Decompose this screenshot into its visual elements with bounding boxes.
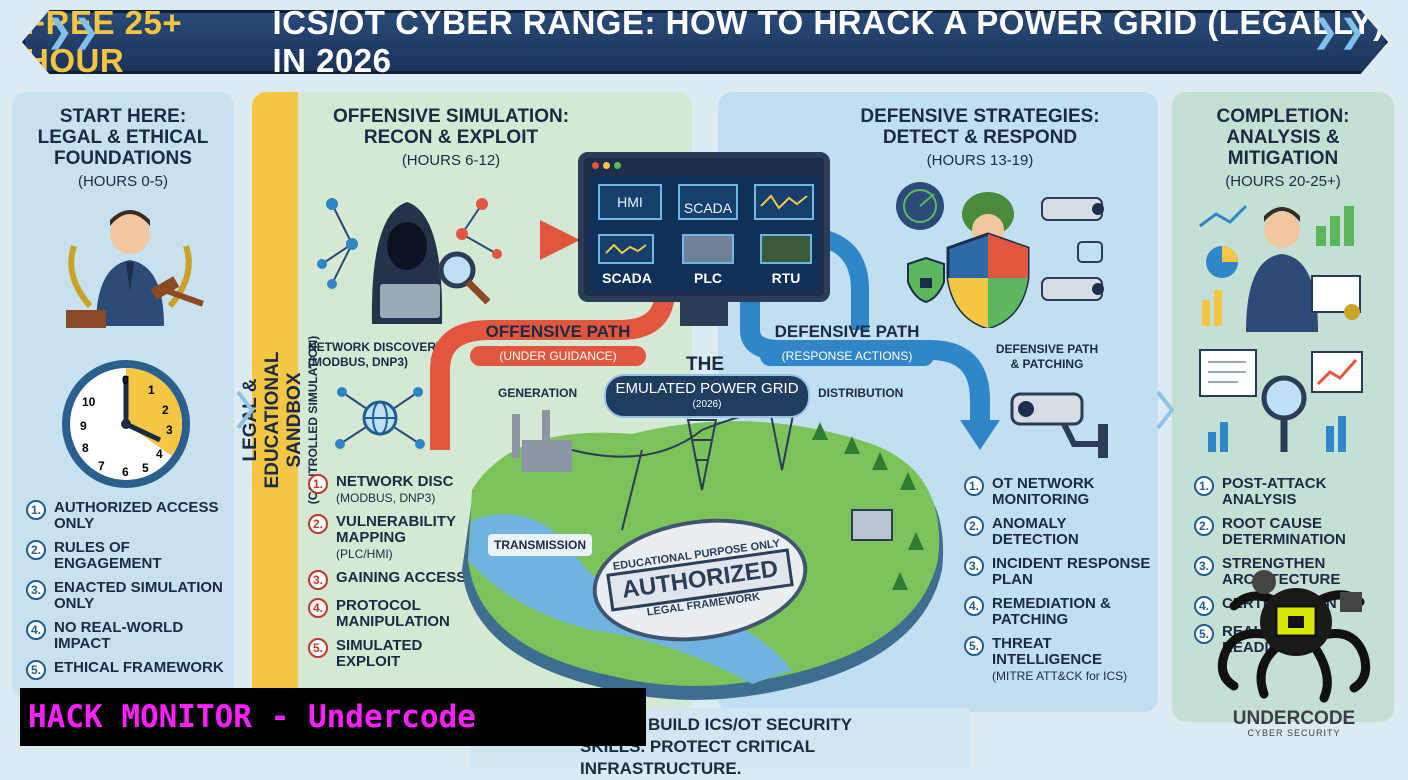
list-item: 5.ETHICAL FRAMEWORK (26, 660, 230, 680)
svg-text:0: 0 (122, 373, 129, 387)
col3-hours: (HOURS 13-19) (926, 152, 1034, 169)
undercode-octopus-logo (1217, 570, 1371, 703)
transmission-label: TRANSMISSION (488, 534, 593, 556)
svg-text:3: 3 (166, 423, 173, 437)
hack-monitor-watermark: HACK MONITOR - Undercode (20, 688, 646, 746)
list-item: 5.THREAT INTELLIGENCE(MITRE ATT&CK for I… (964, 636, 1154, 684)
net-discovery-label: NETWORK DISCOVERY (MODBUS, DNP3) (308, 340, 444, 369)
globe-network-icon (335, 387, 425, 449)
col4-heading-2: ANALYSIS & (1226, 127, 1340, 148)
brand-name: UNDERCODE (1232, 708, 1356, 729)
brand-tag: CYBER SECURITY (1247, 728, 1341, 738)
col2-header: OFFENSIVE SIMULATION: RECON & EXPLOIT (H… (306, 106, 596, 169)
list-item: 4.PROTOCOL MANIPULATION (308, 598, 478, 630)
list-item: 3.GAINING ACCESS (308, 570, 478, 590)
sandbox-strip (252, 92, 298, 712)
patching-label: DEFENSIVE PATH & PATCHING (995, 342, 1099, 371)
scada-label: SCADA (602, 270, 652, 286)
analyst-icon (1199, 204, 1361, 332)
chart-icon (598, 234, 654, 264)
svg-text:7: 7 (98, 459, 105, 473)
svg-text:5: 5 (142, 461, 149, 475)
list-item: 4.REMEDIATION & PATCHING (964, 596, 1154, 628)
plc-label: PLC (694, 270, 722, 286)
col3-heading-1: DEFENSIVE STRATEGIES: (860, 106, 1100, 127)
col3-list: 1.OT NETWORK MONITORING 2.ANOMALY DETECT… (964, 476, 1154, 692)
grid-title: EMULATED POWER GRID (2026) (604, 374, 810, 418)
list-item: 4.NO REAL-WORLD IMPACT (26, 620, 230, 652)
col3-heading-2: DETECT & RESPOND (882, 127, 1078, 148)
title-highlight: FREE 25+ HOUR (25, 4, 183, 79)
col1-heading-2: LEGAL & ETHICAL (37, 127, 209, 148)
svg-text:4: 4 (156, 447, 163, 461)
scada-top-box: SCADA (678, 184, 738, 220)
scada-screen: HMI SCADA SCADA PLC RTU (590, 176, 818, 290)
plc-rack-icon (682, 234, 734, 264)
chevron-right-icon: ❯❯ (1312, 13, 1366, 49)
defender-shield-icon (896, 182, 1104, 328)
col1-hours: (HOURS 0-5) (77, 173, 168, 190)
list-item: 2.ROOT CAUSE DETERMINATION (1194, 516, 1388, 548)
col4-header: COMPLETION: ANALYSIS & MITIGATION (HOURS… (1172, 106, 1394, 190)
offensive-path-label: OFFENSIVE PATH (UNDER GUIDANCE) (470, 322, 646, 366)
list-item: 1.AUTHORIZED ACCESS ONLY (26, 500, 230, 532)
svg-text:6: 6 (122, 465, 129, 479)
col2-heading-2: RECON & EXPLOIT (363, 127, 539, 148)
arrow-right-icon (1156, 390, 1174, 430)
list-item: 2.RULES OF ENGAGEMENT (26, 540, 230, 572)
col1-heading-3: FOUNDATIONS (54, 148, 192, 169)
col2-heading-1: OFFENSIVE SIMULATION: (332, 106, 570, 127)
distribution-label: DISTRIBUTION (818, 386, 904, 400)
defensive-path-label: DEFENSIVE PATH (RESPONSE ACTIONS) (760, 322, 934, 366)
list-item: 2.VULNERABILITY MAPPING(PLC/HMI) (308, 514, 478, 562)
security-camera-icon (1010, 392, 1108, 458)
col4-heading-3: MITIGATION (1227, 148, 1339, 169)
chevron-left-icon: ❯❯ (46, 13, 100, 49)
defensive-sub: (RESPONSE ACTIONS) (760, 346, 934, 366)
scada-monitor: HMI SCADA SCADA PLC RTU (578, 152, 830, 302)
hacker-icon (317, 198, 502, 324)
col2-list: 1.NETWORK DISC(MODBUS, DNP3) 2.VULNERABI… (308, 474, 478, 678)
footer-line-1: LEDGE. BUILD ICS/OT SECURITY (580, 715, 853, 734)
rtu-label: RTU (771, 270, 801, 286)
offensive-sub: (UNDER GUIDANCE) (470, 346, 646, 366)
col4-heading-1: COMPLETION: (1216, 106, 1350, 127)
analysis-magnifier-icon (1199, 349, 1363, 452)
list-item: 1.OT NETWORK MONITORING (964, 476, 1154, 508)
monitor-stand (680, 300, 728, 326)
lawyer-icon (66, 210, 204, 328)
list-item: 1.POST-ATTACK ANALYSIS (1194, 476, 1388, 508)
svg-text:2: 2 (162, 403, 169, 417)
list-item: 5.SIMULATED EXPLOIT (308, 638, 478, 670)
rtu-chip-icon (760, 234, 812, 264)
title-banner: FREE 25+ HOUR ICS/OT CYBER RANGE: HOW TO… (22, 10, 1388, 74)
clock-icon: 0 1 2 3 4 5 6 7 8 9 10 (62, 360, 190, 488)
arrow-right-icon (236, 390, 254, 430)
col1-heading-1: START HERE: (59, 106, 187, 127)
list-item: 1.NETWORK DISC(MODBUS, DNP3) (308, 474, 478, 506)
the-label: THE (686, 354, 724, 375)
list-item: 3.ENACTED SIMULATION ONLY (26, 580, 230, 612)
hmi-box: HMI (598, 184, 662, 220)
list-item: 3.INCIDENT RESPONSE PLAN (964, 556, 1154, 588)
col1-header: START HERE: LEGAL & ETHICAL FOUNDATIONS … (12, 106, 234, 190)
svg-text:8: 8 (82, 441, 89, 455)
svg-text:9: 9 (80, 419, 87, 433)
title-text: ICS/OT CYBER RANGE: HOW TO HRACK A POWER… (272, 4, 1385, 79)
waveform-icon (754, 184, 814, 220)
generation-label: GENERATION (498, 386, 578, 400)
col1-list: 1.AUTHORIZED ACCESS ONLY 2.RULES OF ENGA… (26, 500, 230, 688)
svg-text:10: 10 (82, 395, 96, 409)
col4-hours: (HOURS 20-25+) (1225, 173, 1341, 190)
col3-header: DEFENSIVE STRATEGIES: DETECT & RESPOND (… (830, 106, 1130, 169)
window-dots (592, 162, 621, 169)
list-item: 3.STRENGTHEN ARCHITECTURE (1194, 556, 1388, 588)
list-item: 2.ANOMALY DETECTION (964, 516, 1154, 548)
col2-hours: (HOURS 6-12) (401, 152, 501, 169)
svg-text:1: 1 (148, 383, 155, 397)
